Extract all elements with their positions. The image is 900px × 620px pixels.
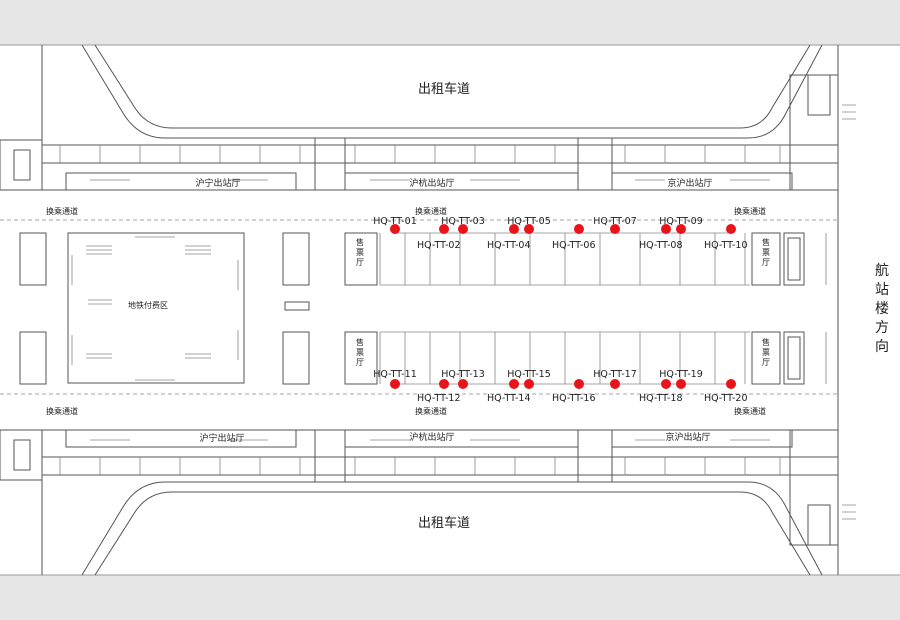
ad-point-hq-tt-03[interactable]: HQ-TT-03 xyxy=(441,216,485,234)
hall-jinghu-top-label: 京沪出站厅 xyxy=(667,177,712,189)
ad-point-marker[interactable] xyxy=(661,379,671,389)
ad-point-marker[interactable] xyxy=(610,379,620,389)
ad-point-hq-tt-07[interactable]: HQ-TT-07 xyxy=(593,216,637,234)
transfer-passage-label: 换乘通道 xyxy=(46,406,78,416)
terminal-direction-label: 航站楼方向 xyxy=(875,263,889,355)
taxi-lane-top-label: 出租车道 xyxy=(418,81,470,97)
ad-point-label: HQ-TT-02 xyxy=(417,240,461,251)
ad-point-marker[interactable] xyxy=(610,224,620,234)
ticket-hall-label: 售票厅 xyxy=(356,337,364,367)
ad-point-marker[interactable] xyxy=(574,224,584,234)
ad-point-label: HQ-TT-08 xyxy=(639,240,683,251)
ad-point-label: HQ-TT-19 xyxy=(659,369,703,380)
ad-point-hq-tt-08[interactable]: HQ-TT-08 xyxy=(639,224,683,251)
ad-point-hq-tt-13[interactable]: HQ-TT-13 xyxy=(441,369,485,389)
ad-point-hq-tt-16[interactable]: HQ-TT-16 xyxy=(552,379,596,404)
ad-point-hq-tt-12[interactable]: HQ-TT-12 xyxy=(417,379,461,404)
ad-point-marker[interactable] xyxy=(726,379,736,389)
ad-point-label: HQ-TT-18 xyxy=(639,393,683,404)
ad-point-marker[interactable] xyxy=(726,224,736,234)
ad-point-label: HQ-TT-17 xyxy=(593,369,637,380)
ad-point-label: HQ-TT-04 xyxy=(487,240,531,251)
transfer-passage-label: 换乘通道 xyxy=(415,206,447,216)
ad-point-hq-tt-05[interactable]: HQ-TT-05 xyxy=(507,216,551,234)
ad-point-marker[interactable] xyxy=(390,224,400,234)
hall-huning-top-label: 沪宁出站厅 xyxy=(195,177,240,189)
ad-point-hq-tt-20[interactable]: HQ-TT-20 xyxy=(704,379,748,404)
ad-point-hq-tt-14[interactable]: HQ-TT-14 xyxy=(487,379,531,404)
ad-point-marker[interactable] xyxy=(439,379,449,389)
ad-point-hq-tt-15[interactable]: HQ-TT-15 xyxy=(507,369,551,389)
hall-jinghu-bottom-label: 京沪出站厅 xyxy=(665,431,710,443)
ad-point-marker[interactable] xyxy=(458,224,468,234)
hall-huhang-top-label: 沪杭出站厅 xyxy=(409,177,454,189)
transfer-passage-label: 换乘通道 xyxy=(734,206,766,216)
ad-point-label: HQ-TT-05 xyxy=(507,216,551,227)
ad-point-label: HQ-TT-07 xyxy=(593,216,637,227)
ad-point-label: HQ-TT-10 xyxy=(704,240,748,251)
ad-point-label: HQ-TT-06 xyxy=(552,240,596,251)
ad-point-marker[interactable] xyxy=(458,379,468,389)
ticket-hall-label: 售票厅 xyxy=(762,237,770,267)
ad-point-label: HQ-TT-13 xyxy=(441,369,485,380)
ad-point-hq-tt-01[interactable]: HQ-TT-01 xyxy=(373,216,417,234)
ticket-hall-label: 售票厅 xyxy=(762,337,770,367)
ad-point-label: HQ-TT-15 xyxy=(507,369,551,380)
ad-point-marker[interactable] xyxy=(524,379,534,389)
transfer-passage-label: 换乘通道 xyxy=(46,206,78,216)
ad-point-hq-tt-19[interactable]: HQ-TT-19 xyxy=(659,369,703,389)
area-labels: 出租车道 出租车道 沪宁出站厅 沪杭出站厅 京沪出站厅 沪宁出站厅 沪杭出站厅 … xyxy=(46,81,766,531)
ad-point-marker[interactable] xyxy=(676,224,686,234)
ad-point-hq-tt-09[interactable]: HQ-TT-09 xyxy=(659,216,703,234)
ad-point-label: HQ-TT-03 xyxy=(441,216,485,227)
ad-point-marker[interactable] xyxy=(574,379,584,389)
ad-point-marker[interactable] xyxy=(439,224,449,234)
hall-huhang-bottom-label: 沪杭出站厅 xyxy=(409,431,454,443)
transfer-passage-label: 换乘通道 xyxy=(734,406,766,416)
ad-point-marker[interactable] xyxy=(524,224,534,234)
ad-point-label: HQ-TT-14 xyxy=(487,393,531,404)
transfer-passage-label: 换乘通道 xyxy=(415,406,447,416)
ad-point-label: HQ-TT-20 xyxy=(704,393,748,404)
ad-point-marker[interactable] xyxy=(509,224,519,234)
ad-point-marker[interactable] xyxy=(390,379,400,389)
plan-sheet xyxy=(0,45,900,575)
ad-point-hq-tt-17[interactable]: HQ-TT-17 xyxy=(593,369,637,389)
ad-point-label: HQ-TT-11 xyxy=(373,369,417,380)
ad-point-marker[interactable] xyxy=(509,379,519,389)
ticket-hall-label: 售票厅 xyxy=(356,237,364,267)
thin-detail-lines xyxy=(0,104,856,520)
ad-point-marker[interactable] xyxy=(676,379,686,389)
ad-point-hq-tt-04[interactable]: HQ-TT-04 xyxy=(487,224,531,251)
ad-point-hq-tt-06[interactable]: HQ-TT-06 xyxy=(552,224,596,251)
ad-point-label: HQ-TT-01 xyxy=(373,216,417,227)
ad-point-marker[interactable] xyxy=(661,224,671,234)
ad-point-hq-tt-18[interactable]: HQ-TT-18 xyxy=(639,379,683,404)
taxi-lane-bottom-label: 出租车道 xyxy=(418,515,470,531)
ad-point-hq-tt-02[interactable]: HQ-TT-02 xyxy=(417,224,461,251)
ad-point-label: HQ-TT-09 xyxy=(659,216,703,227)
ad-point-label: HQ-TT-16 xyxy=(552,393,596,404)
metro-paid-area-label: 地铁付费区 xyxy=(128,300,168,310)
ad-point-hq-tt-11[interactable]: HQ-TT-11 xyxy=(373,369,417,389)
ad-point-hq-tt-10[interactable]: HQ-TT-10 xyxy=(704,224,748,251)
hall-huning-bottom-label: 沪宁出站厅 xyxy=(199,432,244,444)
ad-point-label: HQ-TT-12 xyxy=(417,393,461,404)
